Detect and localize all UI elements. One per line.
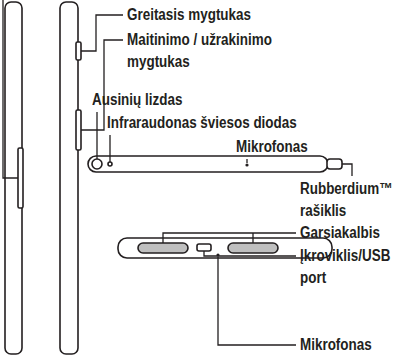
- part-label: Ausinių lizdas: [92, 89, 182, 111]
- phone-top-view: [88, 156, 328, 172]
- leader-line: [3, 0, 18, 178]
- part-label: Infraraudonas šviesos diodas: [107, 112, 297, 134]
- part-label: Įkroviklis/USB port: [300, 245, 399, 289]
- part-label: Garsiakalbis: [300, 222, 380, 244]
- speaker-grille: [228, 243, 278, 253]
- phone-bottom-view: [118, 238, 332, 258]
- part-label: Mikrofonas: [300, 334, 372, 356]
- leader-line: [109, 135, 110, 162]
- part-label: Maitinimo / užrakinimo mygtukas: [127, 29, 295, 73]
- volume-button: [18, 148, 23, 208]
- leader-line: [96, 112, 97, 159]
- part-label: Mikrofonas: [236, 136, 308, 158]
- leader-line: [246, 159, 247, 163]
- stylus: [327, 159, 342, 169]
- headphone-jack: [92, 159, 102, 169]
- power-button: [76, 110, 81, 150]
- part-label: Rubberdium™ rašiklis: [300, 178, 399, 222]
- quick-button: [76, 42, 81, 60]
- microphone-hole: [245, 163, 248, 166]
- usb-port: [197, 244, 211, 251]
- leader-line: [81, 15, 123, 51]
- leader-line: [218, 257, 296, 345]
- leader-line: [342, 164, 352, 176]
- part-label: Greitasis mygtukas: [127, 4, 251, 26]
- ir-led: [108, 162, 112, 166]
- leader-line: [163, 233, 296, 243]
- speaker-grille: [138, 243, 188, 253]
- leader-line: [204, 251, 296, 256]
